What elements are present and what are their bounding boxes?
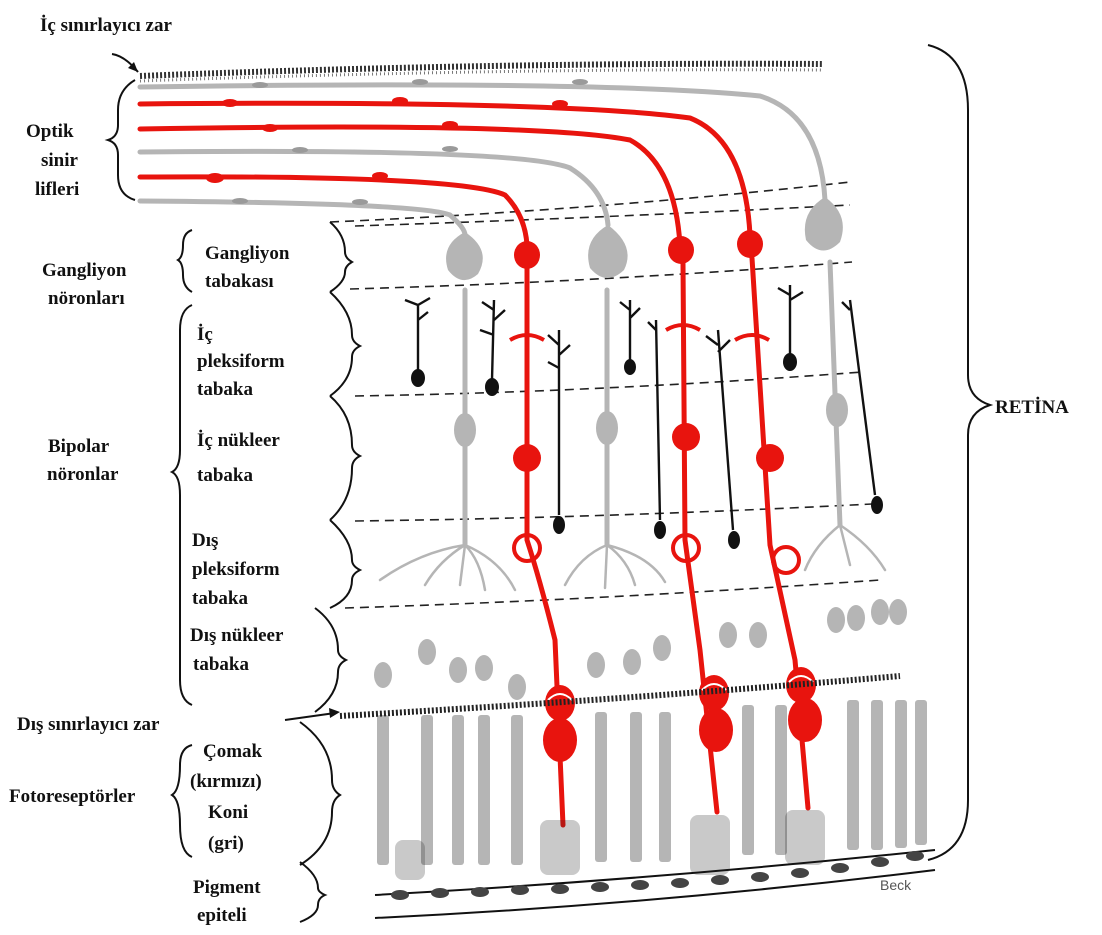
label-optic-3: lifleri	[35, 179, 79, 200]
brace-outer-plexiform	[330, 520, 360, 608]
brace-ganglion-neurons	[178, 230, 192, 292]
label-optic-2: sinir	[41, 150, 79, 171]
label-outer-nuclear-1: Dış nükleer	[190, 625, 284, 646]
optic-fiber-gray-3	[140, 201, 465, 235]
label-bipolar-1: Bipolar	[48, 436, 110, 457]
label-ganglion-layer-1: Gangliyon	[205, 243, 290, 264]
ganglion-cell-red-2	[668, 236, 694, 264]
ganglion-cells	[446, 197, 843, 280]
optic-fiber-gray-2	[140, 151, 608, 225]
brace-photoreceptors-right	[300, 722, 340, 865]
boundary-inner-nuclear-bottom	[355, 504, 872, 521]
label-retina: RETİNA	[995, 397, 1069, 418]
ganglion-cell-red-3	[737, 230, 763, 258]
label-rod-cone-4: (gri)	[208, 833, 244, 854]
cone-columns	[374, 599, 927, 865]
label-pigment-2: epiteli	[197, 905, 247, 926]
optic-fiber-red-3	[140, 177, 527, 245]
brace-ganglion-layer	[330, 222, 352, 292]
label-ganglion-neurons-1: Gangliyon	[42, 260, 127, 281]
inner-limiting-membrane-band	[140, 64, 822, 81]
brace-retina	[928, 45, 990, 860]
ganglion-cell-red-1	[514, 241, 540, 269]
label-inner-plexiform-2: pleksiform	[197, 351, 285, 372]
brace-photoreceptors-left	[172, 745, 192, 857]
label-credit: Beck	[880, 877, 912, 893]
label-outer-plexiform-1: Dış	[192, 530, 218, 551]
label-ganglion-layer-2: tabakası	[205, 271, 274, 292]
label-inner-nuclear-2: tabaka	[197, 465, 253, 486]
brace-pigment	[300, 862, 325, 922]
label-inner-nuclear-1: İç nükleer	[197, 430, 280, 451]
brace-bipolar	[172, 305, 192, 705]
optic-fibers	[140, 79, 825, 245]
label-ganglion-neurons-2: nöronları	[48, 288, 125, 309]
brace-outer-nuclear	[315, 608, 346, 712]
label-inner-plexiform-1: İç	[197, 324, 213, 345]
brace-inner-nuclear	[330, 396, 360, 520]
label-photoreceptors: Fotoreseptörler	[9, 786, 136, 807]
brace-optic	[108, 80, 135, 200]
gray-cone-pathways	[380, 262, 885, 590]
ganglion-cell-gray-1	[446, 232, 483, 280]
label-optic-1: Optik	[26, 121, 74, 142]
label-outer-nuclear-2: tabaka	[193, 654, 249, 675]
amacrine-cells	[405, 285, 883, 549]
label-outer-limiting-membrane: Dış sınırlayıcı zar	[17, 714, 160, 735]
ganglion-cell-gray-2	[588, 225, 627, 278]
arrow-outer-limiting	[285, 713, 335, 720]
label-rod-cone-2: (kırmızı)	[190, 771, 262, 792]
brace-inner-plexiform	[330, 292, 360, 396]
label-pigment-1: Pigment	[193, 877, 261, 898]
label-outer-plexiform-2: pleksiform	[192, 559, 280, 580]
label-rod-cone-1: Çomak	[203, 741, 263, 762]
label-bipolar-2: nöronlar	[47, 464, 119, 485]
label-rod-cone-3: Koni	[208, 802, 248, 823]
label-inner-limiting-membrane: İç sınırlayıcı zar	[40, 15, 172, 36]
label-inner-plexiform-3: tabaka	[197, 379, 253, 400]
label-outer-plexiform-3: tabaka	[192, 588, 248, 609]
optic-fiber-red-2	[140, 127, 680, 245]
